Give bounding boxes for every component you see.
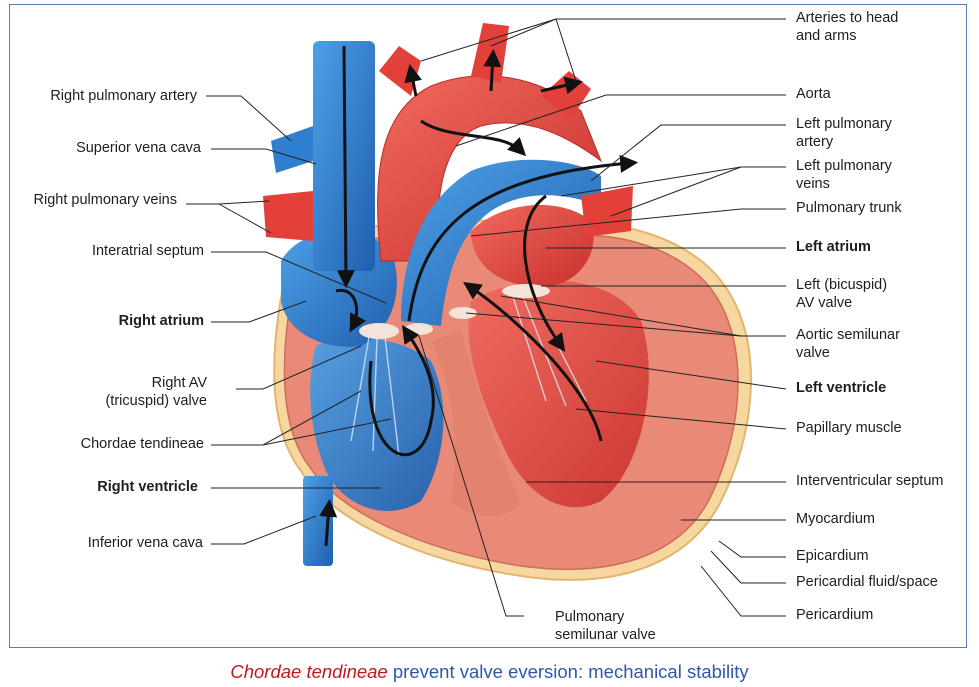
right-av-valve-shape: [359, 323, 399, 339]
heart-diagram: [186, 18, 787, 617]
label-superior-vena-cava: Superior vena cava: [76, 140, 201, 156]
label-pulmonary-trunk: Pulmonary trunk: [796, 200, 902, 216]
left-atrium-chamber: [471, 204, 594, 287]
label-right-ventricle: Right ventricle: [97, 479, 198, 495]
left-av-valve-shape: [502, 284, 550, 298]
right-pulmonary-artery-vessel: [271, 126, 313, 173]
label-myocardium: Myocardium: [796, 511, 875, 527]
septum: [431, 331, 521, 516]
leader-lines: [186, 18, 787, 617]
label-left-atrium: Left atrium: [796, 239, 871, 255]
label-left-ventricle: Left ventricle: [796, 380, 887, 396]
label-epicardium: Epicardium: [796, 548, 869, 564]
caption: Chordae tendineae prevent valve eversion…: [0, 660, 979, 684]
left-ventricle-cavity: [468, 280, 649, 508]
label-pericardium: Pericardium: [796, 607, 874, 623]
caption-term: Chordae tendineae: [230, 661, 388, 682]
artery-branch-1: [379, 46, 421, 96]
blood-flow-arrows: [319, 45, 639, 547]
label-pericardial-fluid-space: Pericardial fluid/space: [796, 574, 938, 590]
right-pulmonary-veins-vessel: [263, 191, 313, 241]
label-interventricular-septum: Interventricular septum: [796, 473, 944, 489]
label-right-atrium: Right atrium: [118, 313, 204, 329]
diagram-frame: [9, 4, 967, 648]
artery-branch-2: [471, 23, 509, 83]
left-pulmonary-veins-vessel: [581, 186, 633, 237]
label-chordae-tendineae: Chordae tendineae: [80, 436, 204, 452]
label-interatrial-septum: Interatrial septum: [91, 243, 204, 259]
label-inferior-vena-cava: Inferior vena cava: [87, 535, 203, 551]
label-aorta: Aorta: [796, 86, 831, 102]
label-right-av-valve: Right AV(tricuspid) valve: [105, 375, 207, 409]
pulmonary-trunk-vessel: [401, 159, 601, 326]
label-papillary-muscle: Papillary muscle: [796, 420, 902, 436]
label-left-av-valve: Left (bicuspid)AV valve: [796, 277, 888, 311]
label-right-pulmonary-artery: Right pulmonary artery: [50, 88, 197, 104]
label-right-pulmonary-veins: Right pulmonary veins: [33, 192, 177, 208]
caption-text: prevent valve eversion: mechanical stabi…: [387, 661, 749, 682]
chordae-tendineae-strands: [350, 296, 587, 457]
aortic-valve-shape: [449, 307, 477, 319]
